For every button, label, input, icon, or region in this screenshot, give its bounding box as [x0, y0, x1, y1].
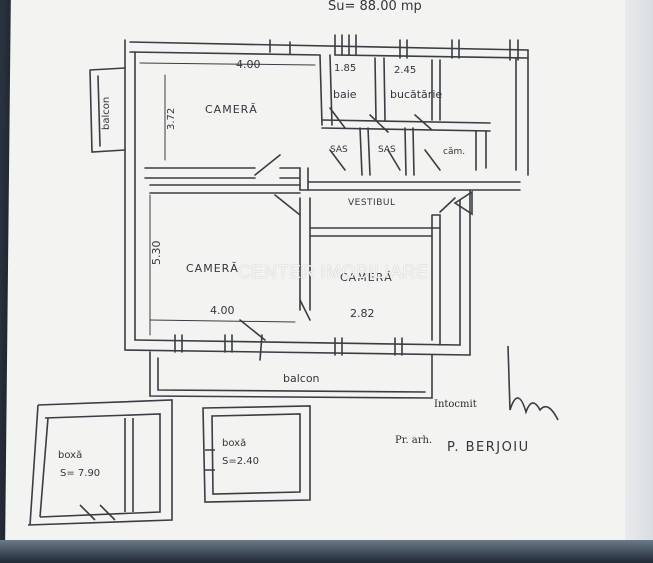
box1-area: S= 7.90	[60, 468, 100, 479]
top-wall-inner	[129, 51, 529, 59]
bottom-wall-outer	[124, 349, 471, 356]
watermark: CENTER IMOBILIARE	[238, 262, 429, 282]
room-bath-label: baie	[333, 88, 357, 101]
box1-outline	[27, 399, 173, 526]
entrance-marker	[453, 190, 473, 216]
box1-label: boxă	[58, 450, 82, 461]
signature-scribble	[507, 345, 559, 421]
wall-hall-bedroom	[149, 184, 301, 194]
wall-between-bedrooms	[299, 197, 311, 311]
kitchen-dim: 2.45	[394, 65, 416, 76]
wall-living-bath	[319, 54, 333, 126]
top-wall-outer	[129, 41, 529, 51]
dark-table-edge	[0, 540, 653, 563]
room-hall-label: VESTIBUL	[348, 198, 395, 208]
living-width-dim: 4.00	[236, 58, 261, 71]
window-top-2	[399, 39, 460, 59]
area-total-label: Su= 88.00 mp	[328, 0, 422, 14]
room-kitchen-label: bucătărie	[390, 88, 442, 101]
wall-sas-hall	[299, 181, 521, 191]
storage-drawings	[27, 345, 559, 526]
wall-bedroom2-top	[309, 227, 441, 237]
bedroom1-width-dim: 4.00	[210, 304, 235, 317]
window-top-1	[334, 34, 357, 56]
balcony-bottom-label: balcon	[283, 372, 320, 385]
balcony-top-label: balcon	[101, 97, 112, 130]
room-sas2-label: SAS	[378, 145, 396, 155]
window-bottom-2	[334, 337, 403, 356]
wall-bath-sas	[321, 119, 491, 132]
architect-name: P. BERJOIU	[447, 440, 530, 455]
prepared-by-label: Intocmit	[434, 399, 477, 410]
bedroom2-width-dim: 2.82	[350, 307, 375, 320]
wall-bath-kitchen	[374, 57, 386, 121]
architect-title: Pr. arh.	[395, 435, 432, 446]
paper-stack-edge	[625, 0, 653, 563]
box2-outline	[202, 405, 311, 503]
room-bedroom1-label: CAMERĂ	[186, 262, 239, 275]
room-pantry-label: căm.	[443, 147, 465, 157]
box2-label: boxă	[222, 438, 246, 449]
room-bedroom2-label: CAMERĂ	[340, 271, 393, 284]
box2-area: S=2.40	[222, 456, 259, 467]
bath-dim: 1.85	[334, 63, 356, 74]
bottom-wall-inner	[134, 339, 461, 346]
room-sas1-label: SAS	[330, 145, 348, 155]
window-bottom-1	[174, 334, 233, 353]
room-living-label: CAMERĂ	[205, 103, 258, 116]
balcony-bottom-shape	[149, 351, 433, 399]
wall-living-hall	[144, 167, 256, 179]
bedroom1-height-dim: 5.30	[150, 241, 163, 266]
living-height-dim: 3.72	[166, 108, 177, 130]
balcony-top-shape	[89, 67, 126, 153]
